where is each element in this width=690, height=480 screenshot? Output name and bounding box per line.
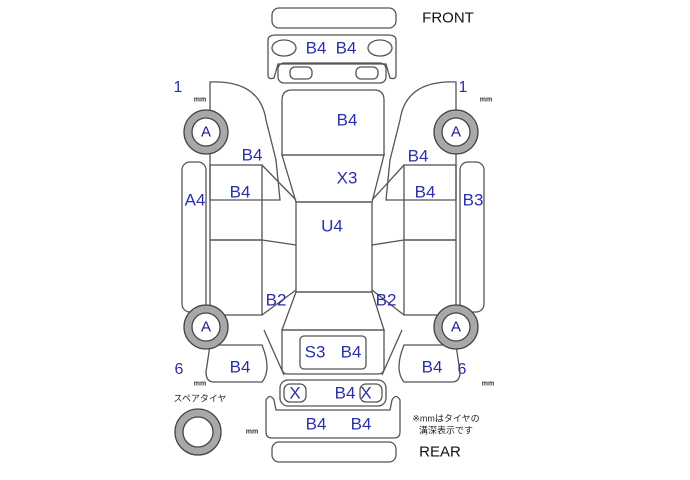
damage-front-fender-left: B4 — [241, 145, 263, 165]
damage-trunk-left: S3 — [304, 342, 326, 362]
damage-rear-fender-right: B4 — [421, 357, 443, 377]
note-line-1: ※mmはタイヤの — [412, 413, 480, 424]
damage-rear-panel: B4 — [334, 383, 356, 403]
mm-unit: mm — [479, 96, 493, 104]
damage-roof: U4 — [321, 216, 343, 236]
tire-grade-front-left: A — [200, 123, 212, 141]
tire-grade-front-right: A — [450, 123, 462, 141]
front-label: FRONT — [422, 9, 474, 27]
damage-left-pillar: A4 — [184, 190, 206, 210]
mm-unit: mm — [481, 380, 495, 388]
damage-right-pillar: B3 — [462, 190, 484, 210]
damage-rear-bumper-right: B4 — [350, 414, 372, 434]
tread-depth-front-left: 1 — [173, 79, 183, 96]
tire-grade-rear-left: A — [200, 318, 212, 336]
damage-hood: B4 — [336, 110, 358, 130]
damage-tail-lamp-left: X — [289, 383, 301, 403]
tread-depth-front-right: 1 — [458, 79, 468, 96]
damage-rear-door-right: B2 — [375, 290, 397, 310]
damage-front-fender-right: B4 — [407, 146, 429, 166]
damage-rear-fender-left: B4 — [229, 357, 251, 377]
damage-front-bumper-right: B4 — [335, 38, 357, 58]
mm-unit: mm — [193, 380, 207, 388]
damage-rear-bumper-left: B4 — [305, 414, 327, 434]
spare-tire-label: スペアタイヤ — [173, 393, 227, 404]
tire-grade-rear-right: A — [450, 318, 462, 336]
mm-unit: mm — [245, 428, 259, 436]
damage-front-bumper-left: B4 — [305, 38, 327, 58]
tire-icon — [174, 109, 479, 456]
tread-depth-rear-left: 6 — [174, 361, 184, 378]
damage-front-door-left: B4 — [229, 182, 251, 202]
mm-unit: mm — [193, 96, 207, 104]
tread-depth-rear-right: 6 — [457, 361, 467, 378]
note-line-2: 溝深表示です — [418, 425, 474, 436]
damage-trunk-right: B4 — [340, 342, 362, 362]
damage-tail-lamp-right: X — [360, 383, 372, 403]
rear-label: REAR — [419, 443, 461, 461]
damage-windshield: X3 — [336, 168, 358, 188]
damage-rear-door-left: B2 — [265, 290, 287, 310]
damage-front-door-right: B4 — [414, 182, 436, 202]
